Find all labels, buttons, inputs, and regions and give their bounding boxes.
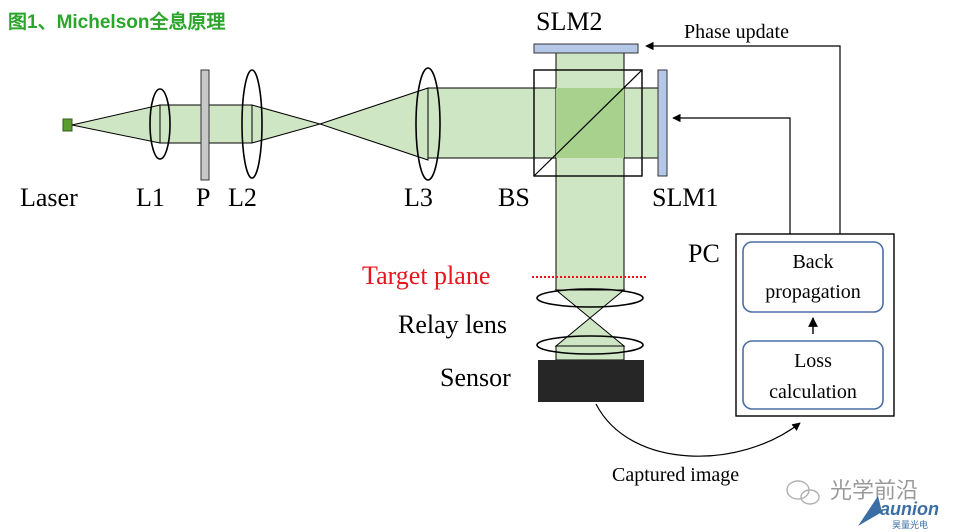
label-l2: L2 [228, 183, 257, 212]
back-propagation-line1: Back [792, 251, 833, 273]
label-slm1: SLM1 [652, 183, 718, 212]
loss-calculation-line2: calculation [769, 381, 857, 403]
beam-focus [251, 104, 322, 144]
label-sensor: Sensor [440, 363, 511, 392]
lens-l3 [415, 67, 441, 181]
label-slm2: SLM2 [536, 7, 602, 36]
beam-vertical [555, 49, 625, 291]
label-l1: L1 [136, 183, 165, 212]
slm2-panel [533, 43, 639, 54]
beam-overlap [556, 88, 624, 158]
wechat-icon [786, 480, 820, 505]
back-propagation-line2: propagation [765, 281, 861, 303]
label-l3: L3 [404, 183, 433, 212]
sensor-block [538, 360, 644, 402]
label-target-plane: Target plane [362, 261, 490, 290]
lens-l2 [241, 69, 263, 179]
polarizer-p [200, 69, 210, 181]
watermark-brand-sub: 昊量光电 [892, 519, 928, 530]
label-bs: BS [498, 183, 530, 212]
label-captured-image: Captured image [612, 464, 739, 486]
watermark: 光学前沿 aunion 昊量光电 [786, 478, 939, 530]
aunion-logo-icon [858, 496, 882, 526]
arrow-sensor-to-pc [595, 403, 801, 457]
beam-relay-converge [554, 289, 626, 319]
beam-splitter-cube [533, 69, 643, 177]
label-relay-lens: Relay lens [398, 310, 507, 339]
arrow-pc-to-slm1 [672, 113, 791, 234]
loss-calculation-line1: Loss [794, 350, 832, 372]
beam-splitter-diagonal [533, 69, 643, 177]
label-phase-update: Phase update [684, 21, 789, 43]
lens-l1 [149, 88, 171, 160]
back-propagation-box [742, 241, 884, 313]
slm1-panel [657, 69, 668, 177]
beam-diverging [71, 104, 161, 144]
figure-title: 图1、Michelson全息原理 [8, 10, 225, 33]
label-pc: PC [688, 239, 720, 268]
watermark-channel: 光学前沿 [830, 478, 918, 503]
beam-expanding [318, 87, 429, 161]
label-p: P [196, 183, 210, 212]
arrow-pc-to-slm2 [645, 41, 841, 234]
label-laser: Laser [20, 183, 78, 212]
loss-calculation-box [742, 340, 884, 410]
beam-relay-diverge [554, 317, 626, 347]
watermark-brand: aunion [880, 499, 939, 519]
relay-lens-bottom [536, 335, 644, 355]
laser-source [62, 118, 73, 132]
relay-lens-top [536, 288, 644, 308]
